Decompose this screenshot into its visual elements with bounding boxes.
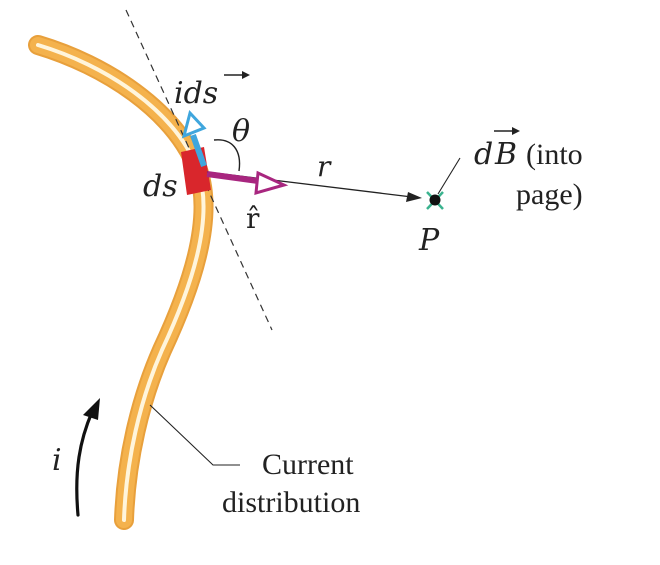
current-direction-arrow: [75, 398, 100, 517]
current-i-label: i: [52, 443, 62, 478]
point-p-marker: [426, 191, 444, 210]
tangent-dashed-line: [125, 9, 273, 331]
distribution-leader-line: [149, 404, 240, 466]
distribution-label-line1: Current: [262, 448, 354, 481]
segment-ds: [181, 147, 211, 195]
ids-vector-arrowhead: [242, 71, 250, 79]
distribution-label-line2: distribution: [222, 486, 360, 519]
theta-label: θ: [232, 114, 250, 149]
rhat-label: r̂: [246, 202, 260, 235]
db-symbol-label: B: [494, 137, 517, 172]
db-note-line1: (into: [526, 138, 583, 171]
db-vector-arrowhead: [512, 127, 520, 135]
rhat-arrow: [206, 170, 289, 196]
r-label: r: [317, 150, 332, 183]
current-wire: [28, 35, 214, 530]
ids-label: ids: [174, 76, 218, 111]
db-prefix-label: d: [474, 137, 493, 172]
ds-label: ds: [143, 169, 178, 204]
db-leader-line: [437, 157, 461, 195]
db-note-line2: page): [516, 178, 583, 211]
theta-angle-arc: [213, 139, 241, 172]
point-p-label: P: [418, 223, 440, 258]
ids-arrow: [181, 109, 207, 168]
